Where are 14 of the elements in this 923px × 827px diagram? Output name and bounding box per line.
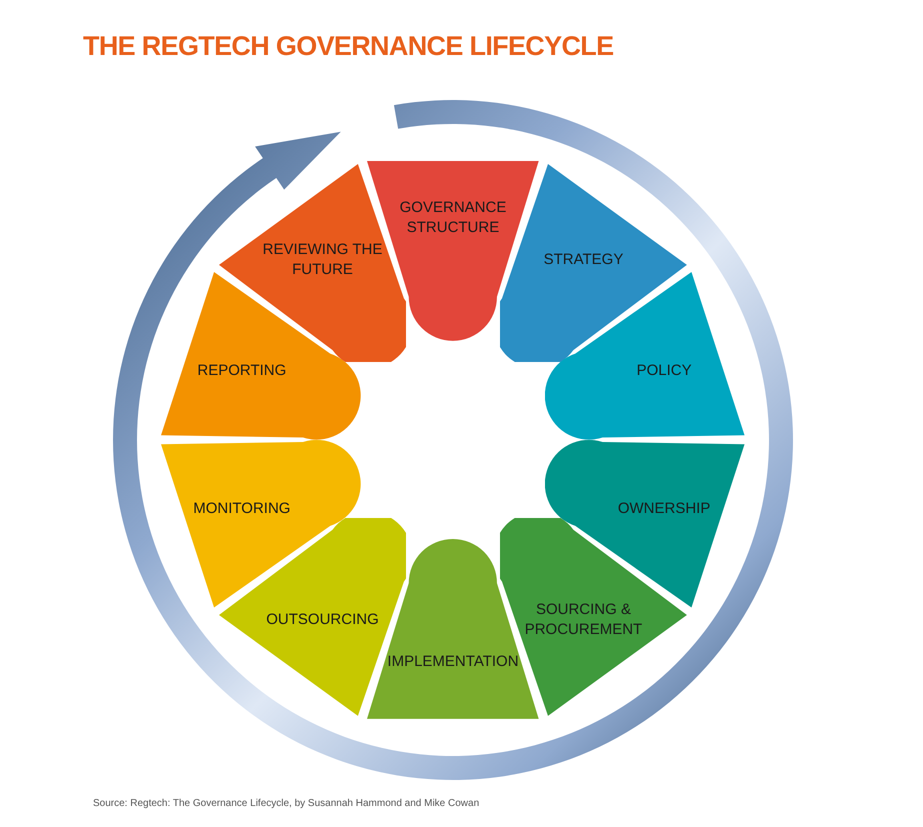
segment-label: STRATEGY bbox=[544, 250, 624, 270]
segment-label: GOVERNANCE STRUCTURE bbox=[398, 198, 508, 238]
segment-label: MONITORING bbox=[193, 498, 290, 519]
segment-label: POLICY bbox=[636, 361, 692, 382]
source-note: Source: Regtech: The Governance Lifecycle, by Susannah Hammond and Mike Cowan bbox=[93, 797, 480, 811]
segment-label: REVIEWING THE FUTURE bbox=[262, 240, 384, 280]
segment bbox=[159, 440, 361, 610]
title: THE REGTECH GOVERNANCE LIFECYCLE bbox=[83, 30, 614, 63]
segment-label: OUTSOURCING bbox=[266, 610, 379, 630]
segment-label: SOURCING & PROCUREMENT bbox=[524, 600, 644, 640]
segment-label: REPORTING bbox=[197, 361, 286, 382]
segment-label: OWNERSHIP bbox=[618, 498, 710, 519]
segment-label: IMPLEMENTATION bbox=[387, 652, 519, 672]
segment bbox=[545, 270, 747, 440]
